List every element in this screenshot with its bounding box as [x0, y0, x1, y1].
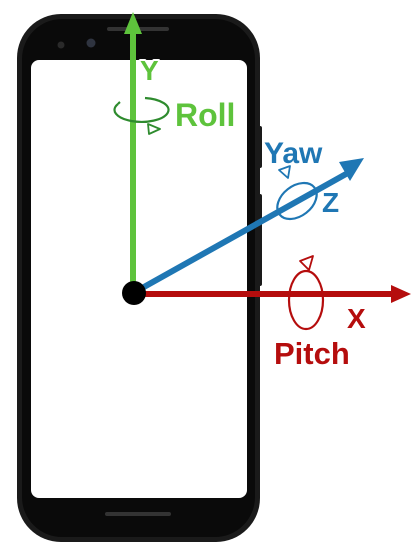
- y-axis: [124, 12, 142, 294]
- front-sensor-icon: [86, 38, 96, 48]
- pitch-label: Pitch: [274, 336, 350, 371]
- y-axis-label: Y: [140, 55, 159, 86]
- yaw-label: Yaw: [264, 137, 323, 170]
- x-axis-label: X: [347, 303, 366, 334]
- roll-label: Roll: [175, 97, 235, 133]
- z-axis-arrowhead: [339, 158, 364, 181]
- y-axis-arrowhead: [124, 12, 142, 34]
- roll-rotation-icon: [113, 96, 170, 135]
- x-axis: [135, 285, 411, 303]
- pitch-rotation-icon: [287, 255, 325, 331]
- bottom-speaker: [105, 512, 171, 516]
- z-axis: [132, 158, 364, 295]
- origin-point: [122, 281, 146, 305]
- x-axis-arrowhead: [391, 285, 411, 303]
- phone: [17, 14, 262, 542]
- yaw-rotation-icon: [276, 165, 318, 221]
- z-axis-line: [132, 171, 349, 295]
- z-axis-label: Z: [322, 187, 339, 218]
- phone-screen: [31, 60, 247, 498]
- front-camera-icon: [57, 41, 65, 49]
